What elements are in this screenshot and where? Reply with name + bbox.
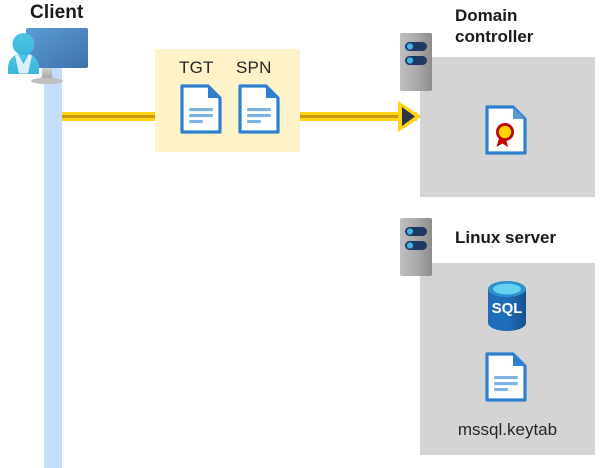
svg-text:SQL: SQL: [492, 300, 523, 317]
tgt-label: TGT: [179, 58, 214, 77]
spn-label: SPN: [236, 58, 272, 77]
server-rack-icon: [400, 33, 432, 91]
server-rack-icon: [400, 218, 432, 276]
user-monitor-icon: [6, 26, 92, 88]
keytab-filename-label: mssql.keytab: [457, 420, 558, 439]
arrow-head-icon: [398, 101, 422, 132]
sql-database-icon: SQL: [483, 280, 531, 332]
domain-controller-title: Domain controller: [455, 6, 534, 46]
linux-server-title: Linux server: [455, 228, 557, 247]
client-label: Client: [30, 2, 84, 23]
spn-document-icon: [238, 84, 280, 139]
keytab-document-icon: [485, 352, 527, 402]
client-lifeline: [44, 66, 62, 468]
tgt-document-icon: [180, 84, 222, 139]
certificate-document-icon: [485, 105, 527, 155]
